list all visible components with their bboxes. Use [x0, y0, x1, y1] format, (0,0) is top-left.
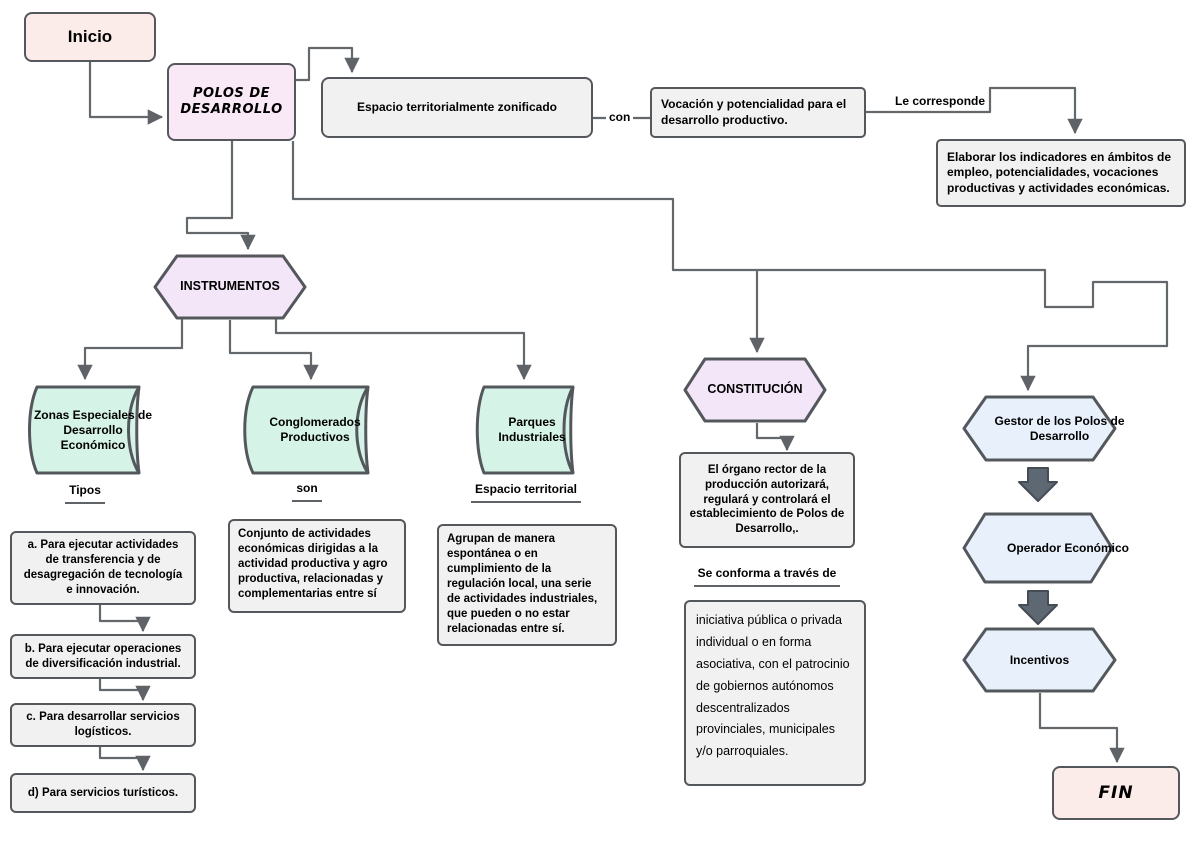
type-a-label: a. Para ejecutar actividades de transfer…: [23, 539, 183, 596]
parques-industriales-label: Parques Industriales: [498, 415, 566, 444]
polos-label: POLOS DE DESARROLLO: [180, 85, 283, 117]
conglomerados-description-node[interactable]: Conjunto de actividades económicas dirig…: [228, 519, 406, 613]
conglomerados-label: Conglomerados Productivos: [269, 415, 361, 444]
edge-type-a-b: [98, 605, 151, 633]
edge-polos-espacio: [296, 46, 360, 82]
son-label: son: [272, 481, 342, 502]
instrumentos-node[interactable]: INSTRUMENTOS: [153, 254, 307, 320]
instrumentos-label: INSTRUMENTOS: [180, 279, 280, 294]
gestor-node[interactable]: Gestor de los Polos de Desarrollo: [962, 395, 1125, 462]
type-d-label: d) Para servicios turísticos.: [27, 786, 179, 799]
edge-inicio-polos: [88, 62, 164, 125]
type-c-node[interactable]: c. Para desarrollar servicios logísticos…: [10, 703, 196, 747]
type-c-label: c. Para desarrollar servicios logísticos…: [26, 711, 180, 738]
hexagon-shape: [962, 395, 1117, 462]
edge-vocacion-elaborar: [866, 86, 1083, 135]
edge-polos-instrumentos: [185, 141, 256, 251]
type-b-label: b. Para ejecutar operaciones de diversif…: [24, 642, 182, 670]
edge-instrumentos-conglomerados: [228, 320, 319, 381]
edge-type-b-c: [98, 679, 151, 702]
edge-type-c-d: [98, 747, 151, 772]
espacio-territorial-label: Espacio territorial: [462, 482, 590, 503]
curved-document-shape: [28, 385, 141, 475]
down-block-arrow: [1018, 467, 1058, 502]
organo-rector-label: El órgano rector de la producción autori…: [689, 463, 845, 536]
hexagon-shape: [962, 627, 1117, 693]
operador-label: Operador Económico: [1006, 540, 1130, 555]
hexagon-shape: [683, 357, 827, 423]
start-node[interactable]: Inicio: [24, 12, 156, 62]
constitucion-node[interactable]: CONSTITUCIÓN: [683, 357, 827, 423]
iniciativa-label: iniciativa pública o privada individual …: [696, 613, 850, 759]
gestor-label: Gestor de los Polos de Desarrollo: [994, 413, 1125, 443]
edge-instrumentos-parques: [274, 318, 532, 381]
tipos-label: Tipos: [45, 483, 125, 504]
se-conforma-label: Se conforma a través de: [678, 566, 856, 587]
parques-description-node[interactable]: Agrupan de manera espontánea o en cumpli…: [437, 524, 617, 646]
type-b-node[interactable]: b. Para ejecutar operaciones de diversif…: [10, 634, 196, 679]
constitucion-label: CONSTITUCIÓN: [707, 382, 803, 397]
vocacion-node[interactable]: Vocación y potencialidad para el desarro…: [650, 87, 866, 138]
hexagon-shape: [962, 512, 1114, 584]
type-d-node[interactable]: d) Para servicios turísticos.: [10, 773, 196, 813]
iniciativa-node[interactable]: iniciativa pública o privada individual …: [684, 600, 866, 786]
end-label: FIN: [1098, 783, 1134, 803]
end-node[interactable]: FIN: [1052, 766, 1180, 820]
conglomerados-description: Conjunto de actividades económicas dirig…: [238, 528, 388, 600]
type-a-node[interactable]: a. Para ejecutar actividades de transfer…: [10, 531, 196, 605]
incentivos-label: Incentivos: [1009, 652, 1070, 667]
edge-polos-trunk: [291, 141, 1169, 392]
espacio-zonificado-label: Espacio territorialmente zonificado: [356, 99, 558, 114]
zonas-especiales-node[interactable]: Zonas Especiales de Desarrollo Económico: [25, 384, 152, 476]
operador-node[interactable]: Operador Económico: [962, 512, 1129, 584]
conglomerados-node[interactable]: Conglomerados Productivos: [240, 384, 374, 476]
curved-document-shape: [243, 385, 370, 475]
vocacion-label: Vocación y potencialidad para el desarro…: [661, 96, 847, 127]
elaborar-indicadores-node[interactable]: Elaborar los indicadores en ámbitos de e…: [936, 139, 1186, 207]
edge-label-le-corresponde: Le corresponde: [895, 94, 986, 108]
edge-constitucion-organo: [755, 423, 795, 452]
incentivos-node[interactable]: Incentivos: [962, 627, 1117, 693]
parques-description: Agrupan de manera espontánea o en cumpli…: [447, 533, 598, 635]
edge-instrumentos-zonas: [77, 318, 184, 381]
elaborar-indicadores-label: Elaborar los indicadores en ámbitos de e…: [947, 149, 1172, 195]
start-label: Inicio: [67, 27, 113, 46]
polos-de-desarrollo-node[interactable]: POLOS DE DESARROLLO: [167, 63, 296, 141]
curved-document-shape: [475, 385, 575, 475]
edge-label-con: con: [606, 110, 634, 124]
espacio-zonificado-node[interactable]: Espacio territorialmente zonificado: [321, 77, 593, 138]
hexagon-shape: [153, 254, 307, 320]
edge-incentivos-fin: [1038, 693, 1125, 764]
down-block-arrow: [1018, 590, 1058, 625]
zonas-especiales-label: Zonas Especiales de Desarrollo Económico: [33, 407, 153, 452]
organo-rector-node[interactable]: El órgano rector de la producción autori…: [679, 452, 855, 548]
parques-industriales-node[interactable]: Parques Industriales: [473, 384, 579, 476]
